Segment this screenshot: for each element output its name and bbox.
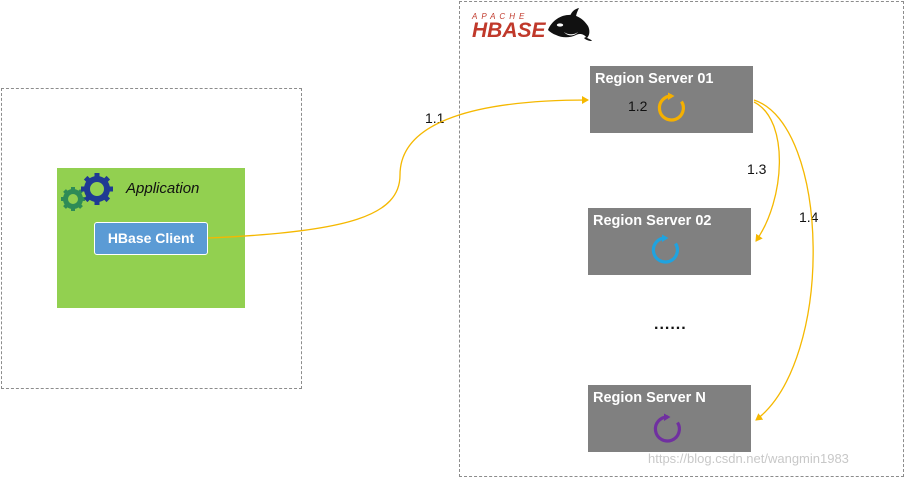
logo-hbase-text: HBASE <box>472 19 546 42</box>
region-server-02-label: Region Server 02 <box>593 213 712 229</box>
refresh-icon <box>653 413 681 443</box>
orca-icon <box>548 8 592 41</box>
region-server-02: Region Server 02 <box>588 208 751 275</box>
refresh-icon <box>657 92 685 122</box>
logo-apache-text: APACHE <box>472 12 529 21</box>
gears-icon <box>61 173 113 211</box>
more-servers-ellipsis: ...... <box>654 316 687 333</box>
application-title: Application <box>126 180 200 197</box>
region-server-n: Region Server N <box>588 385 751 452</box>
watermark: https://blog.csdn.net/wangmin1983 <box>648 451 849 466</box>
step-label-1-1: 1.1 <box>425 110 445 126</box>
hbase-logo: APACHE HBASE <box>470 8 592 44</box>
hbase-cluster-zone <box>459 1 904 477</box>
hbase-client-button[interactable]: HBase Client <box>94 222 208 255</box>
region-server-n-label: Region Server N <box>593 390 706 406</box>
region-server-01-label: Region Server 01 <box>595 71 714 87</box>
region-server-01: Region Server 01 <box>590 66 753 133</box>
step-label-1-4: 1.4 <box>799 209 819 225</box>
step-label-1-2: 1.2 <box>628 98 648 114</box>
step-label-1-3: 1.3 <box>747 161 767 177</box>
refresh-icon <box>651 234 679 264</box>
